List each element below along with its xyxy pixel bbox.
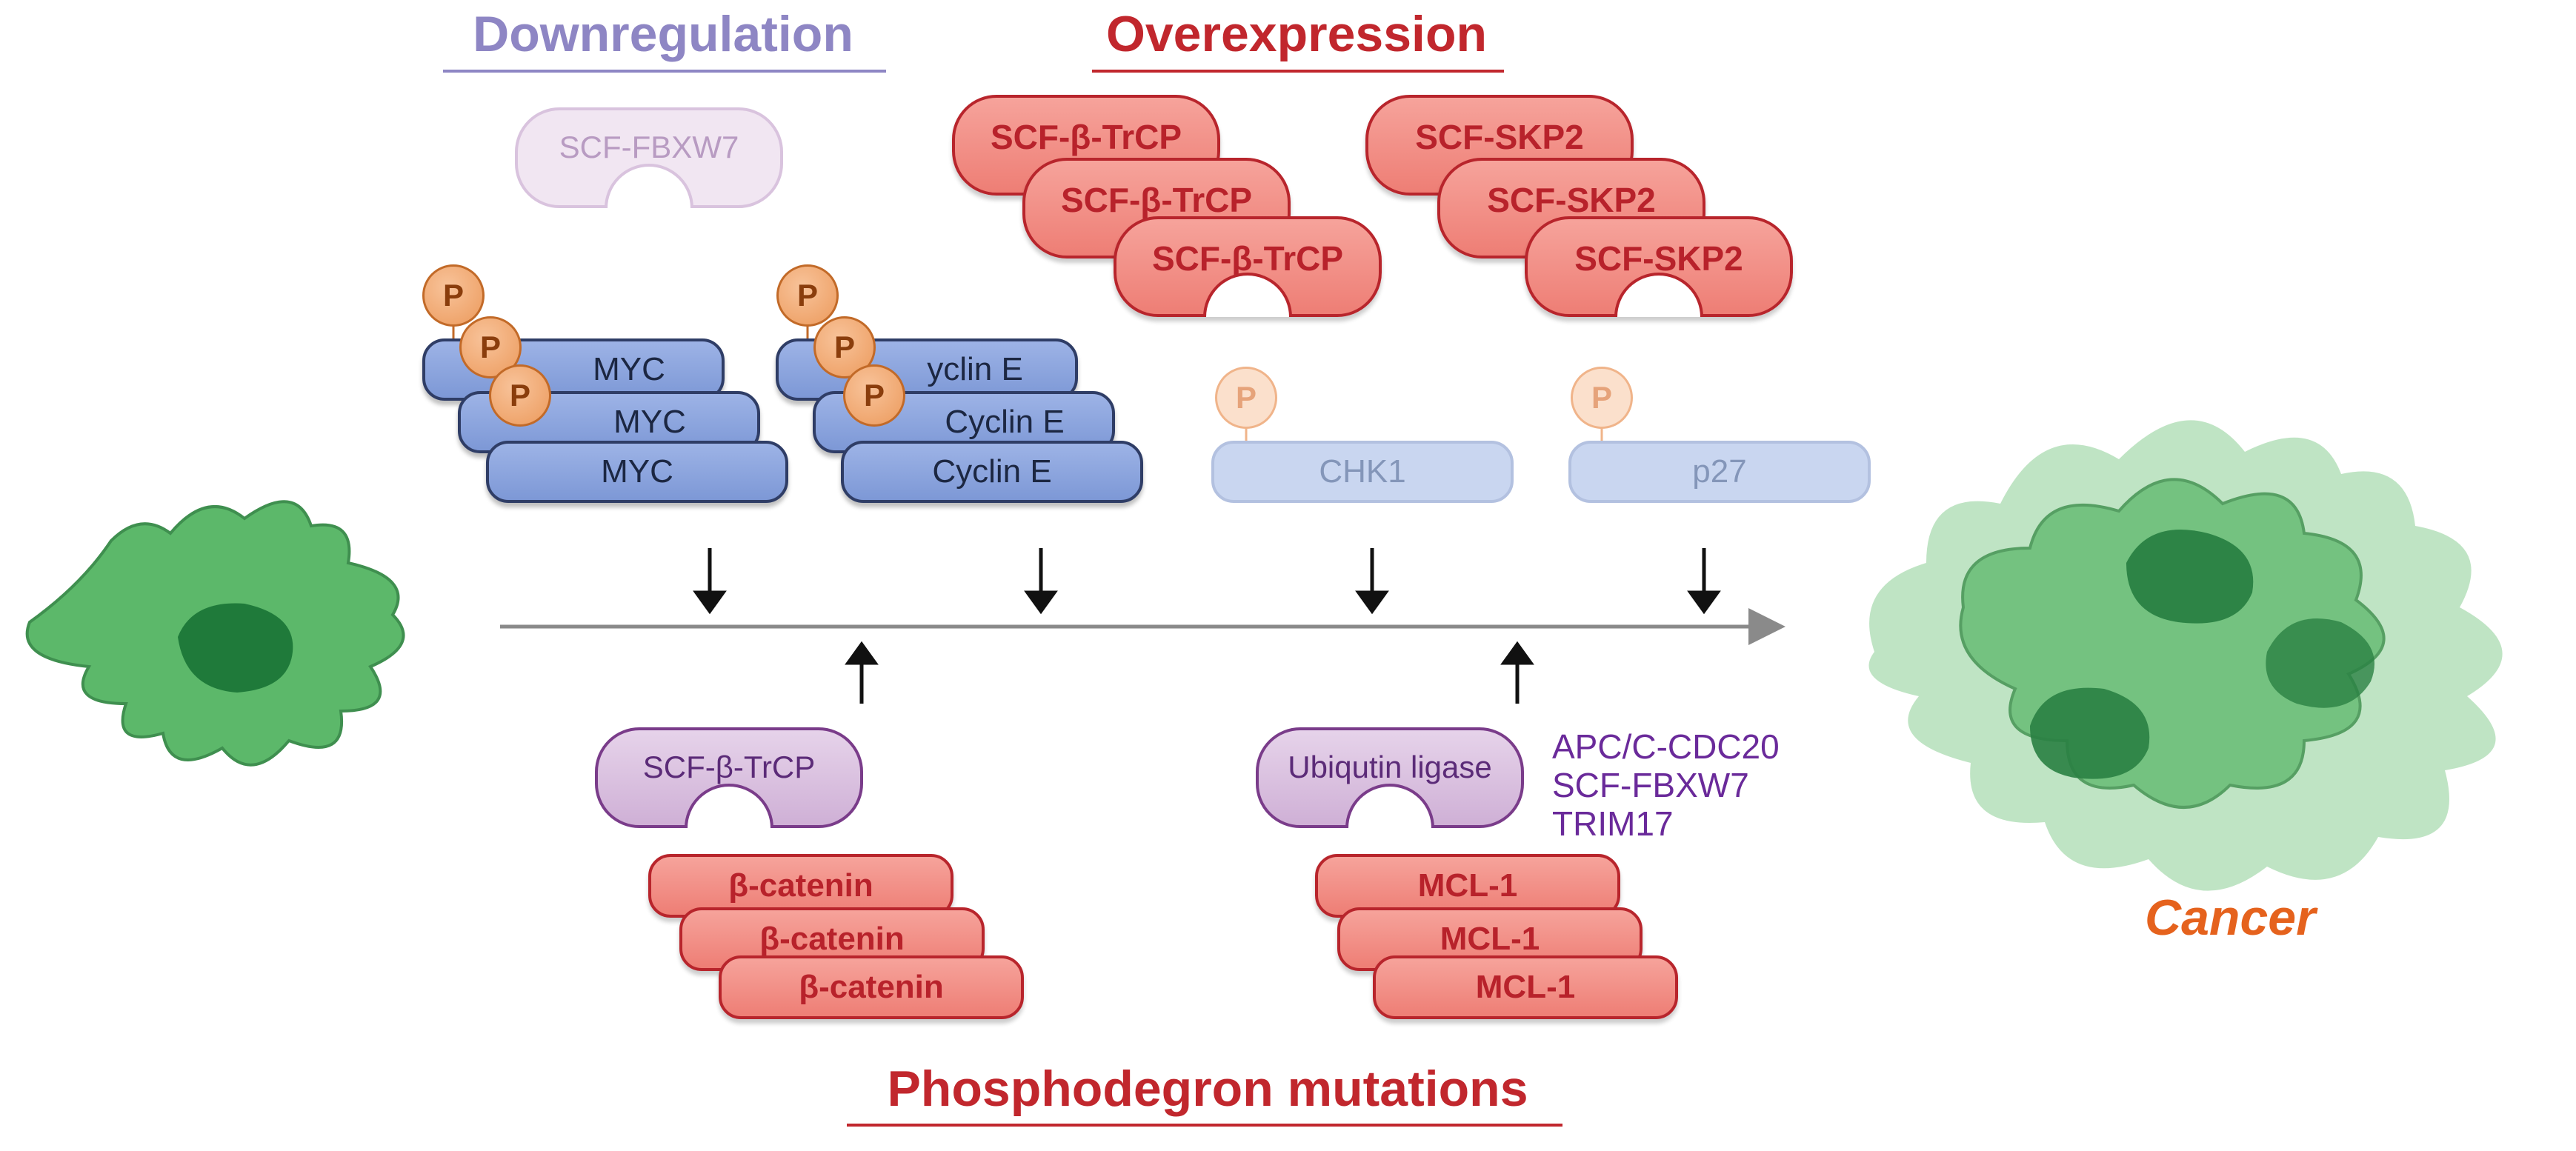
ligase-label: Ubiqutin ligase	[1288, 750, 1492, 784]
substrate-mcl1-3: MCL-1	[1373, 955, 1678, 1019]
up-arrows	[845, 641, 1534, 704]
ligase-binding-notch	[1345, 784, 1434, 828]
ligase-ubiquitin: Ubiqutin ligase	[1256, 727, 1524, 828]
heading-overexpression: Overexpression	[1105, 6, 1488, 62]
ligase-label: SCF-SKP2	[1574, 239, 1743, 278]
ligase-binding-notch	[605, 164, 693, 208]
ligase-binding-notch	[1614, 273, 1703, 317]
substrate-label: yclin E	[927, 351, 1023, 387]
substrate-label: Cyclin E	[932, 453, 1052, 490]
substrate-label: MYC	[601, 453, 673, 490]
phosphate-group: P	[776, 264, 839, 327]
ligase-list-item: APC/C-CDC20	[1552, 727, 1780, 766]
heading-downregulation: Downregulation	[473, 6, 853, 62]
substrate-label: CHK1	[1319, 453, 1406, 490]
cancer-cell-cluster	[1868, 420, 2503, 891]
heading-overexpression-underline	[1092, 70, 1504, 73]
heading-phosphodegron-mutations: Phosphodegron mutations	[887, 1061, 1528, 1117]
substrate-label: β-catenin	[759, 921, 905, 957]
ligase-scf-btrcp-3: SCF-β-TrCP	[1114, 216, 1382, 317]
ligase-label: SCF-SKP2	[1487, 181, 1656, 219]
substrate-label: MYC	[613, 404, 686, 440]
substrate-chk1: CHK1	[1211, 441, 1514, 503]
substrate-label: MYC	[593, 351, 665, 387]
normal-cell-nucleus	[178, 603, 293, 693]
phosphate-group-faint: P	[1215, 367, 1277, 429]
ligase-scf-btrcp-lower: SCF-β-TrCP	[595, 727, 863, 828]
phosphate-group-faint: P	[1571, 367, 1633, 429]
substrate-label: MCL-1	[1475, 969, 1576, 1005]
substrate-label: Cyclin E	[945, 404, 1065, 440]
ligase-binding-notch	[1203, 273, 1292, 317]
normal-cell	[25, 500, 405, 767]
phosphate-group: P	[843, 364, 905, 427]
ligase-label: SCF-β-TrCP	[642, 750, 816, 784]
ligase-list-item: TRIM17	[1552, 804, 1674, 843]
down-arrows	[693, 548, 1721, 615]
substrate-beta-catenin-1: β-catenin	[648, 854, 953, 918]
ligase-label: SCF-β-TrCP	[1060, 181, 1253, 219]
substrate-label: MCL-1	[1417, 867, 1518, 904]
ligase-label: SCF-SKP2	[1415, 118, 1584, 156]
substrate-label: MCL-1	[1440, 921, 1540, 957]
substrate-label: β-catenin	[728, 867, 873, 904]
phosphate-group: P	[422, 264, 485, 327]
ligase-label: SCF-FBXW7	[559, 130, 739, 164]
ligase-scf-fbxw7-faint: SCF-FBXW7	[515, 107, 783, 208]
cancer-label: Cancer	[2145, 890, 2316, 946]
ligase-binding-notch	[685, 784, 773, 828]
phosphate-group: P	[813, 316, 876, 378]
ligase-scf-skp2-3: SCF-SKP2	[1525, 216, 1793, 317]
heading-phosphodegron-underline	[847, 1124, 1562, 1127]
ligase-list-item: SCF-FBXW7	[1552, 766, 1749, 804]
ligase-label: SCF-β-TrCP	[1151, 239, 1344, 278]
substrate-beta-catenin-3: β-catenin	[719, 955, 1024, 1019]
substrate-myc-3: MYC	[486, 441, 788, 503]
ligase-list: APC/C-CDC20 SCF-FBXW7 TRIM17	[1552, 727, 1780, 843]
substrate-label: p27	[1692, 453, 1747, 490]
ligase-label: SCF-β-TrCP	[990, 118, 1182, 156]
substrate-cyclin-e-3: Cyclin E	[841, 441, 1143, 503]
substrate-label: β-catenin	[799, 969, 944, 1005]
substrate-p27: p27	[1568, 441, 1871, 503]
heading-downregulation-underline	[443, 70, 886, 73]
phosphate-group: P	[489, 364, 551, 427]
